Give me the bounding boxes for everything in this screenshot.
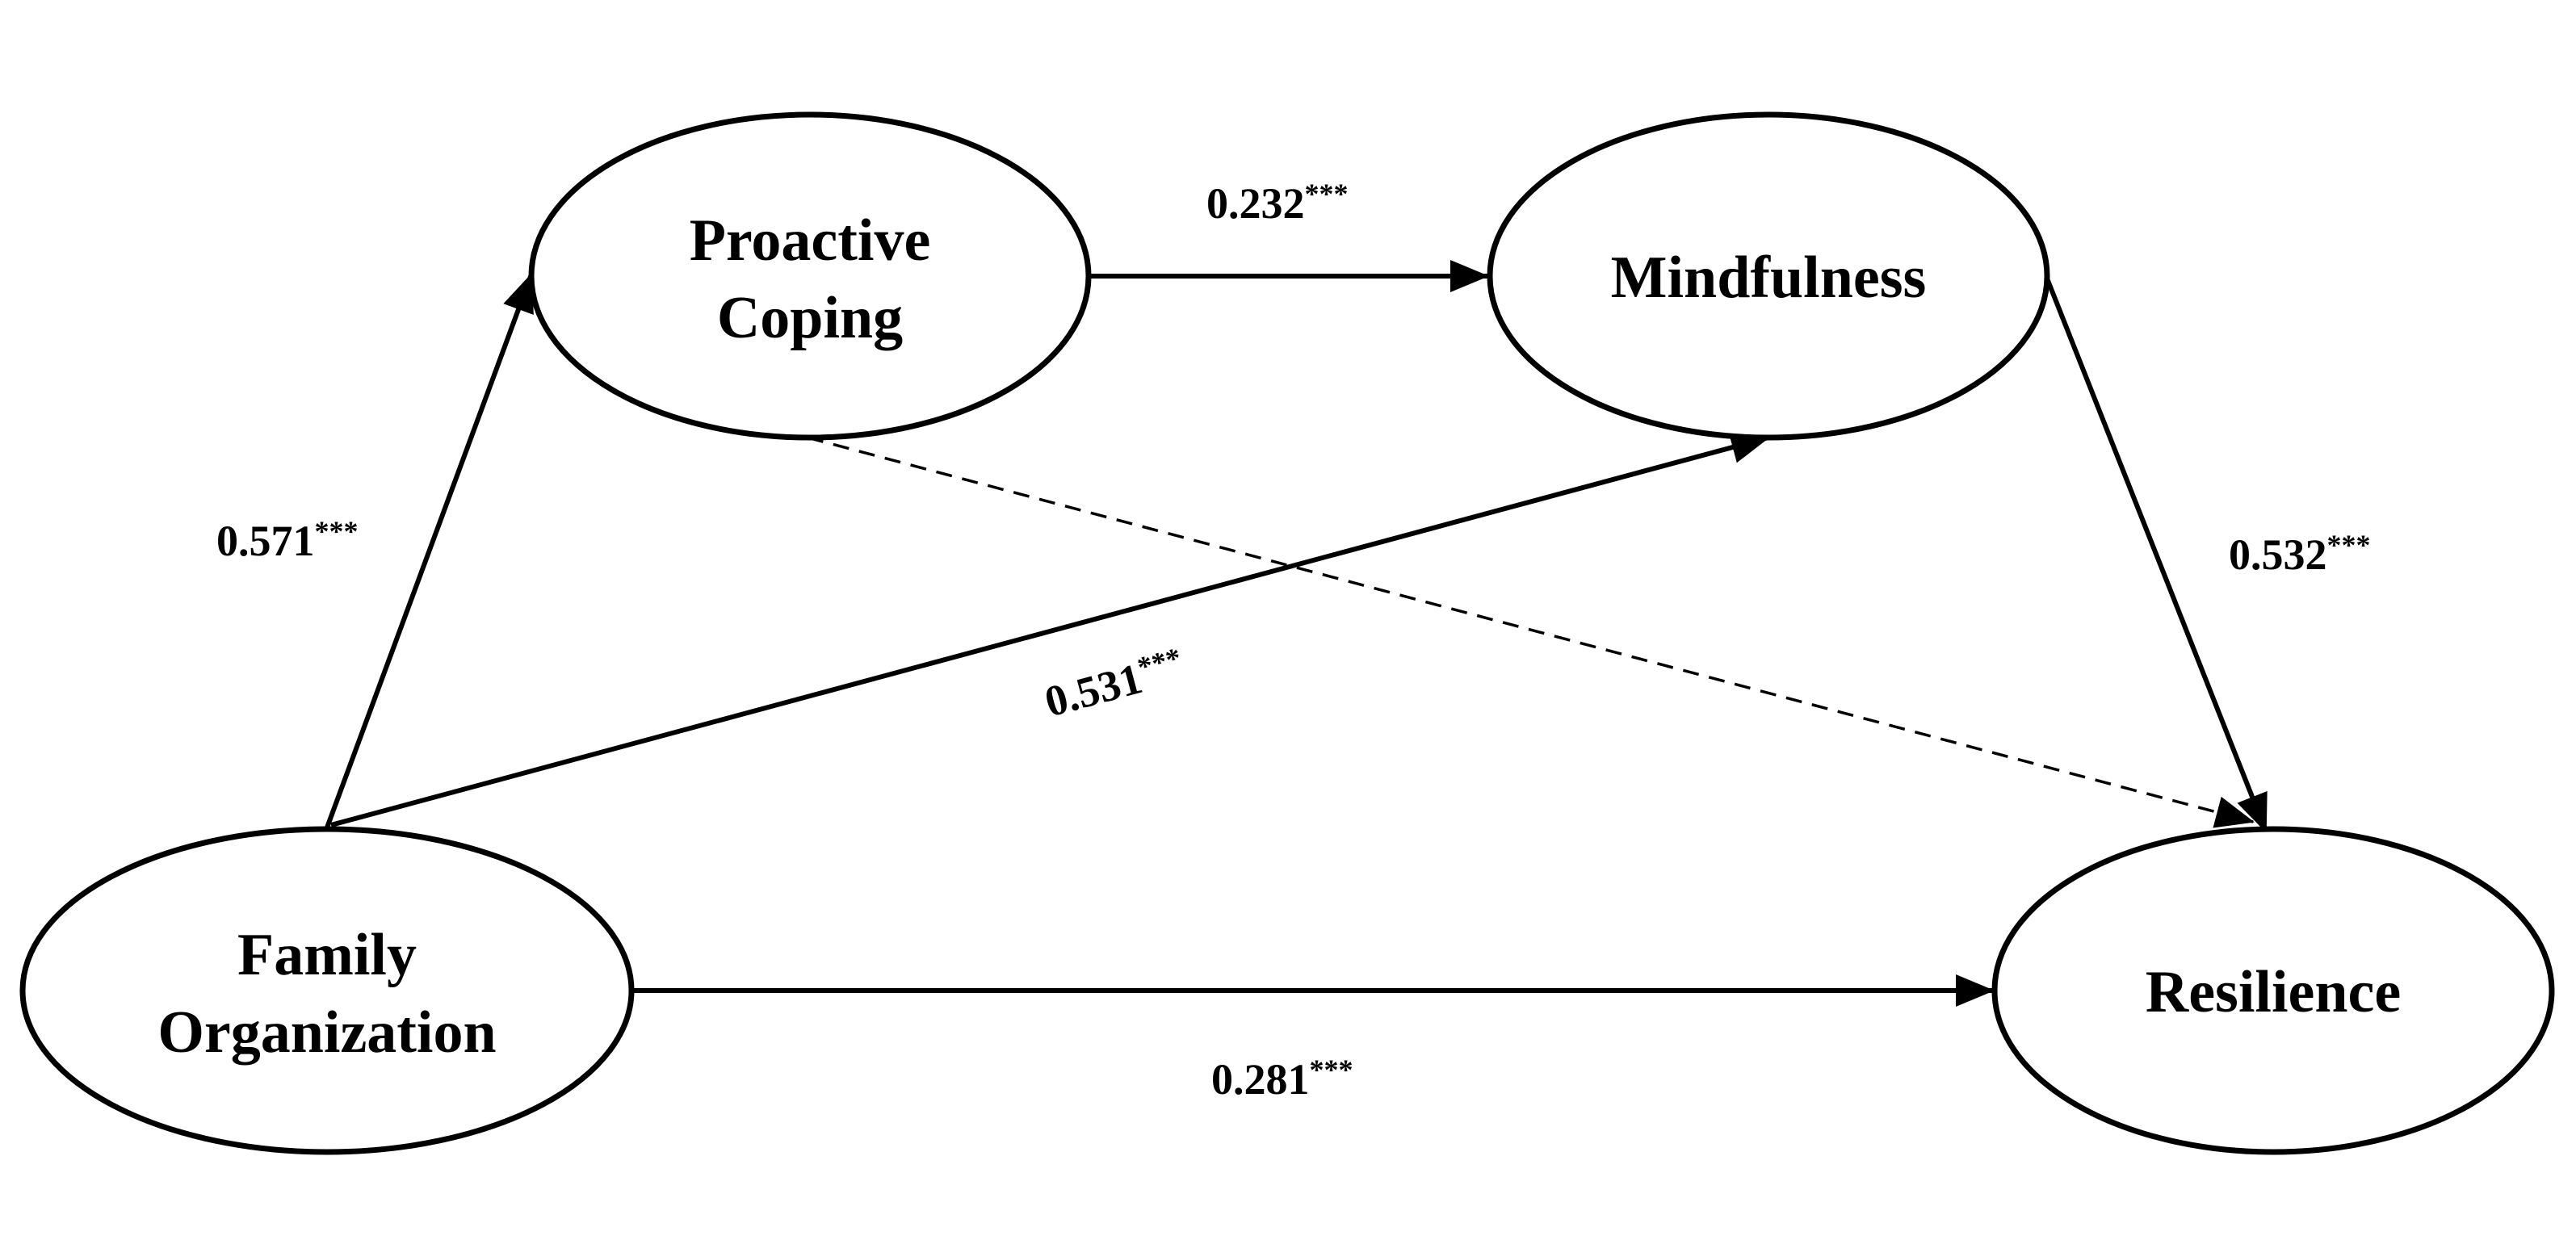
path-mindfulness-to-resilience <box>2045 277 2268 833</box>
coef-family-to-proactive: 0.571*** <box>216 515 359 565</box>
path-family-to-mindfulness <box>330 431 1770 827</box>
node-resilience: Resilience <box>1991 826 2555 1155</box>
coef-family-to-mindfulness: 0.531*** <box>1039 641 1189 726</box>
node-family-organization: Family Organization <box>19 826 635 1155</box>
path-family-to-proactive <box>325 273 534 829</box>
node-label-family: Family <box>237 922 417 988</box>
node-proactive-coping: Proactive Coping <box>528 111 1092 441</box>
node-label-organization: Organization <box>157 999 496 1066</box>
coef-mindfulness-to-resilience: 0.532*** <box>2229 529 2371 579</box>
node-mindfulness: Mindfulness <box>1487 111 2050 441</box>
node-label-coping: Coping <box>717 285 903 351</box>
node-label-proactive: Proactive <box>690 207 931 274</box>
coef-proactive-to-mindfulness: 0.232*** <box>1206 178 1349 228</box>
path-proactive-to-resilience-dashed <box>807 436 2255 828</box>
coef-family-to-resilience: 0.281*** <box>1211 1054 1353 1104</box>
node-label-mindfulness: Mindfulness <box>1611 245 1927 311</box>
node-label-resilience: Resilience <box>2146 959 2401 1025</box>
